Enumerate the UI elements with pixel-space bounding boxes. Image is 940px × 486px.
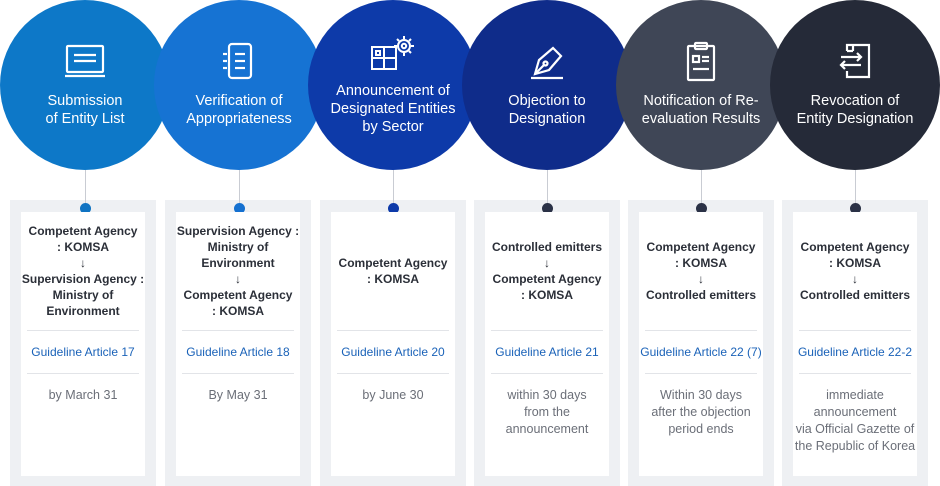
guideline-article: Guideline Article 20	[341, 345, 445, 359]
document-list-icon	[217, 42, 261, 82]
step-card-3: Competent Agency : KOMSA Guideline Artic…	[331, 212, 455, 476]
divider	[337, 330, 449, 331]
deadline: by June 30	[362, 388, 424, 402]
step-circle-6: Revocation of Entity Designation	[770, 0, 940, 170]
deadline: within 30 days from the announcement	[505, 388, 589, 436]
agency-flow: Competent Agency : KOMSA ↓ Controlled em…	[799, 240, 910, 302]
agency-flow: Competent Agency : KOMSA	[338, 256, 448, 286]
monitor-icon	[63, 42, 107, 82]
grid-gear-icon	[368, 34, 418, 74]
connector-line	[85, 170, 86, 204]
guideline-article: Guideline Article 21	[495, 345, 599, 359]
divider	[337, 373, 449, 374]
guideline-article: Guideline Article 17	[31, 345, 135, 359]
deadline: by March 31	[48, 388, 118, 402]
agency-flow: Controlled emitters ↓ Competent Agency :…	[491, 240, 602, 302]
connector-dot	[234, 203, 245, 214]
step-card-4: Controlled emitters ↓ Competent Agency :…	[485, 212, 609, 476]
connector-dot	[850, 203, 861, 214]
step-circle-2: Verification of Appropriateness	[154, 0, 324, 170]
connector-line	[701, 170, 702, 204]
agency-flow: Competent Agency : KOMSA ↓ Supervision A…	[21, 224, 145, 318]
agency-flow: Competent Agency : KOMSA ↓ Controlled em…	[645, 240, 756, 302]
divider	[27, 330, 139, 331]
guideline-article: Guideline Article 22 (7)	[640, 345, 762, 359]
step-card-6: Competent Agency : KOMSA ↓ Controlled em…	[793, 212, 917, 476]
step-circle-3: Announcement of Designated Entities by S…	[308, 0, 478, 170]
guideline-article: Guideline Article 22-2	[797, 345, 913, 359]
step-circle-5: Notification of Re- evaluation Results	[616, 0, 786, 170]
pen-nib-icon	[525, 42, 569, 82]
step-title: Revocation of Entity Designation	[796, 93, 914, 127]
exchange-arrows-icon	[833, 42, 877, 82]
connector-line	[855, 170, 856, 204]
divider	[645, 373, 757, 374]
divider	[182, 330, 294, 331]
agency-flow: Supervision Agency : Ministry of Environ…	[176, 224, 300, 318]
step-title: Announcement of Designated Entities by S…	[330, 83, 456, 135]
divider	[645, 330, 757, 331]
deadline: immediate announcement via Official Gaze…	[794, 388, 916, 453]
connector-line	[547, 170, 548, 204]
connector-line	[239, 170, 240, 204]
step-card-2: Supervision Agency : Ministry of Environ…	[176, 212, 300, 476]
connector-dot	[696, 203, 707, 214]
step-title: Objection to Designation	[508, 93, 586, 127]
step-circle-1: Submission of Entity List	[0, 0, 170, 170]
divider	[491, 373, 603, 374]
divider	[799, 373, 911, 374]
divider	[491, 330, 603, 331]
step-card-1: Competent Agency : KOMSA ↓ Supervision A…	[21, 212, 145, 476]
deadline: By May 31	[208, 388, 268, 402]
divider	[182, 373, 294, 374]
clipboard-icon	[679, 41, 723, 82]
divider	[27, 373, 139, 374]
step-title: Submission of Entity List	[45, 93, 125, 127]
deadline: Within 30 days after the objection perio…	[651, 388, 751, 436]
connector-dot	[388, 203, 399, 214]
step-title: Notification of Re- evaluation Results	[641, 93, 761, 127]
connector-dot	[80, 203, 91, 214]
connector-line	[393, 170, 394, 204]
connector-dot	[542, 203, 553, 214]
step-circle-4: Objection to Designation	[462, 0, 632, 170]
step-title: Verification of Appropriateness	[186, 93, 292, 127]
divider	[799, 330, 911, 331]
guideline-article: Guideline Article 18	[186, 345, 290, 359]
step-card-5: Competent Agency : KOMSA ↓ Controlled em…	[639, 212, 763, 476]
